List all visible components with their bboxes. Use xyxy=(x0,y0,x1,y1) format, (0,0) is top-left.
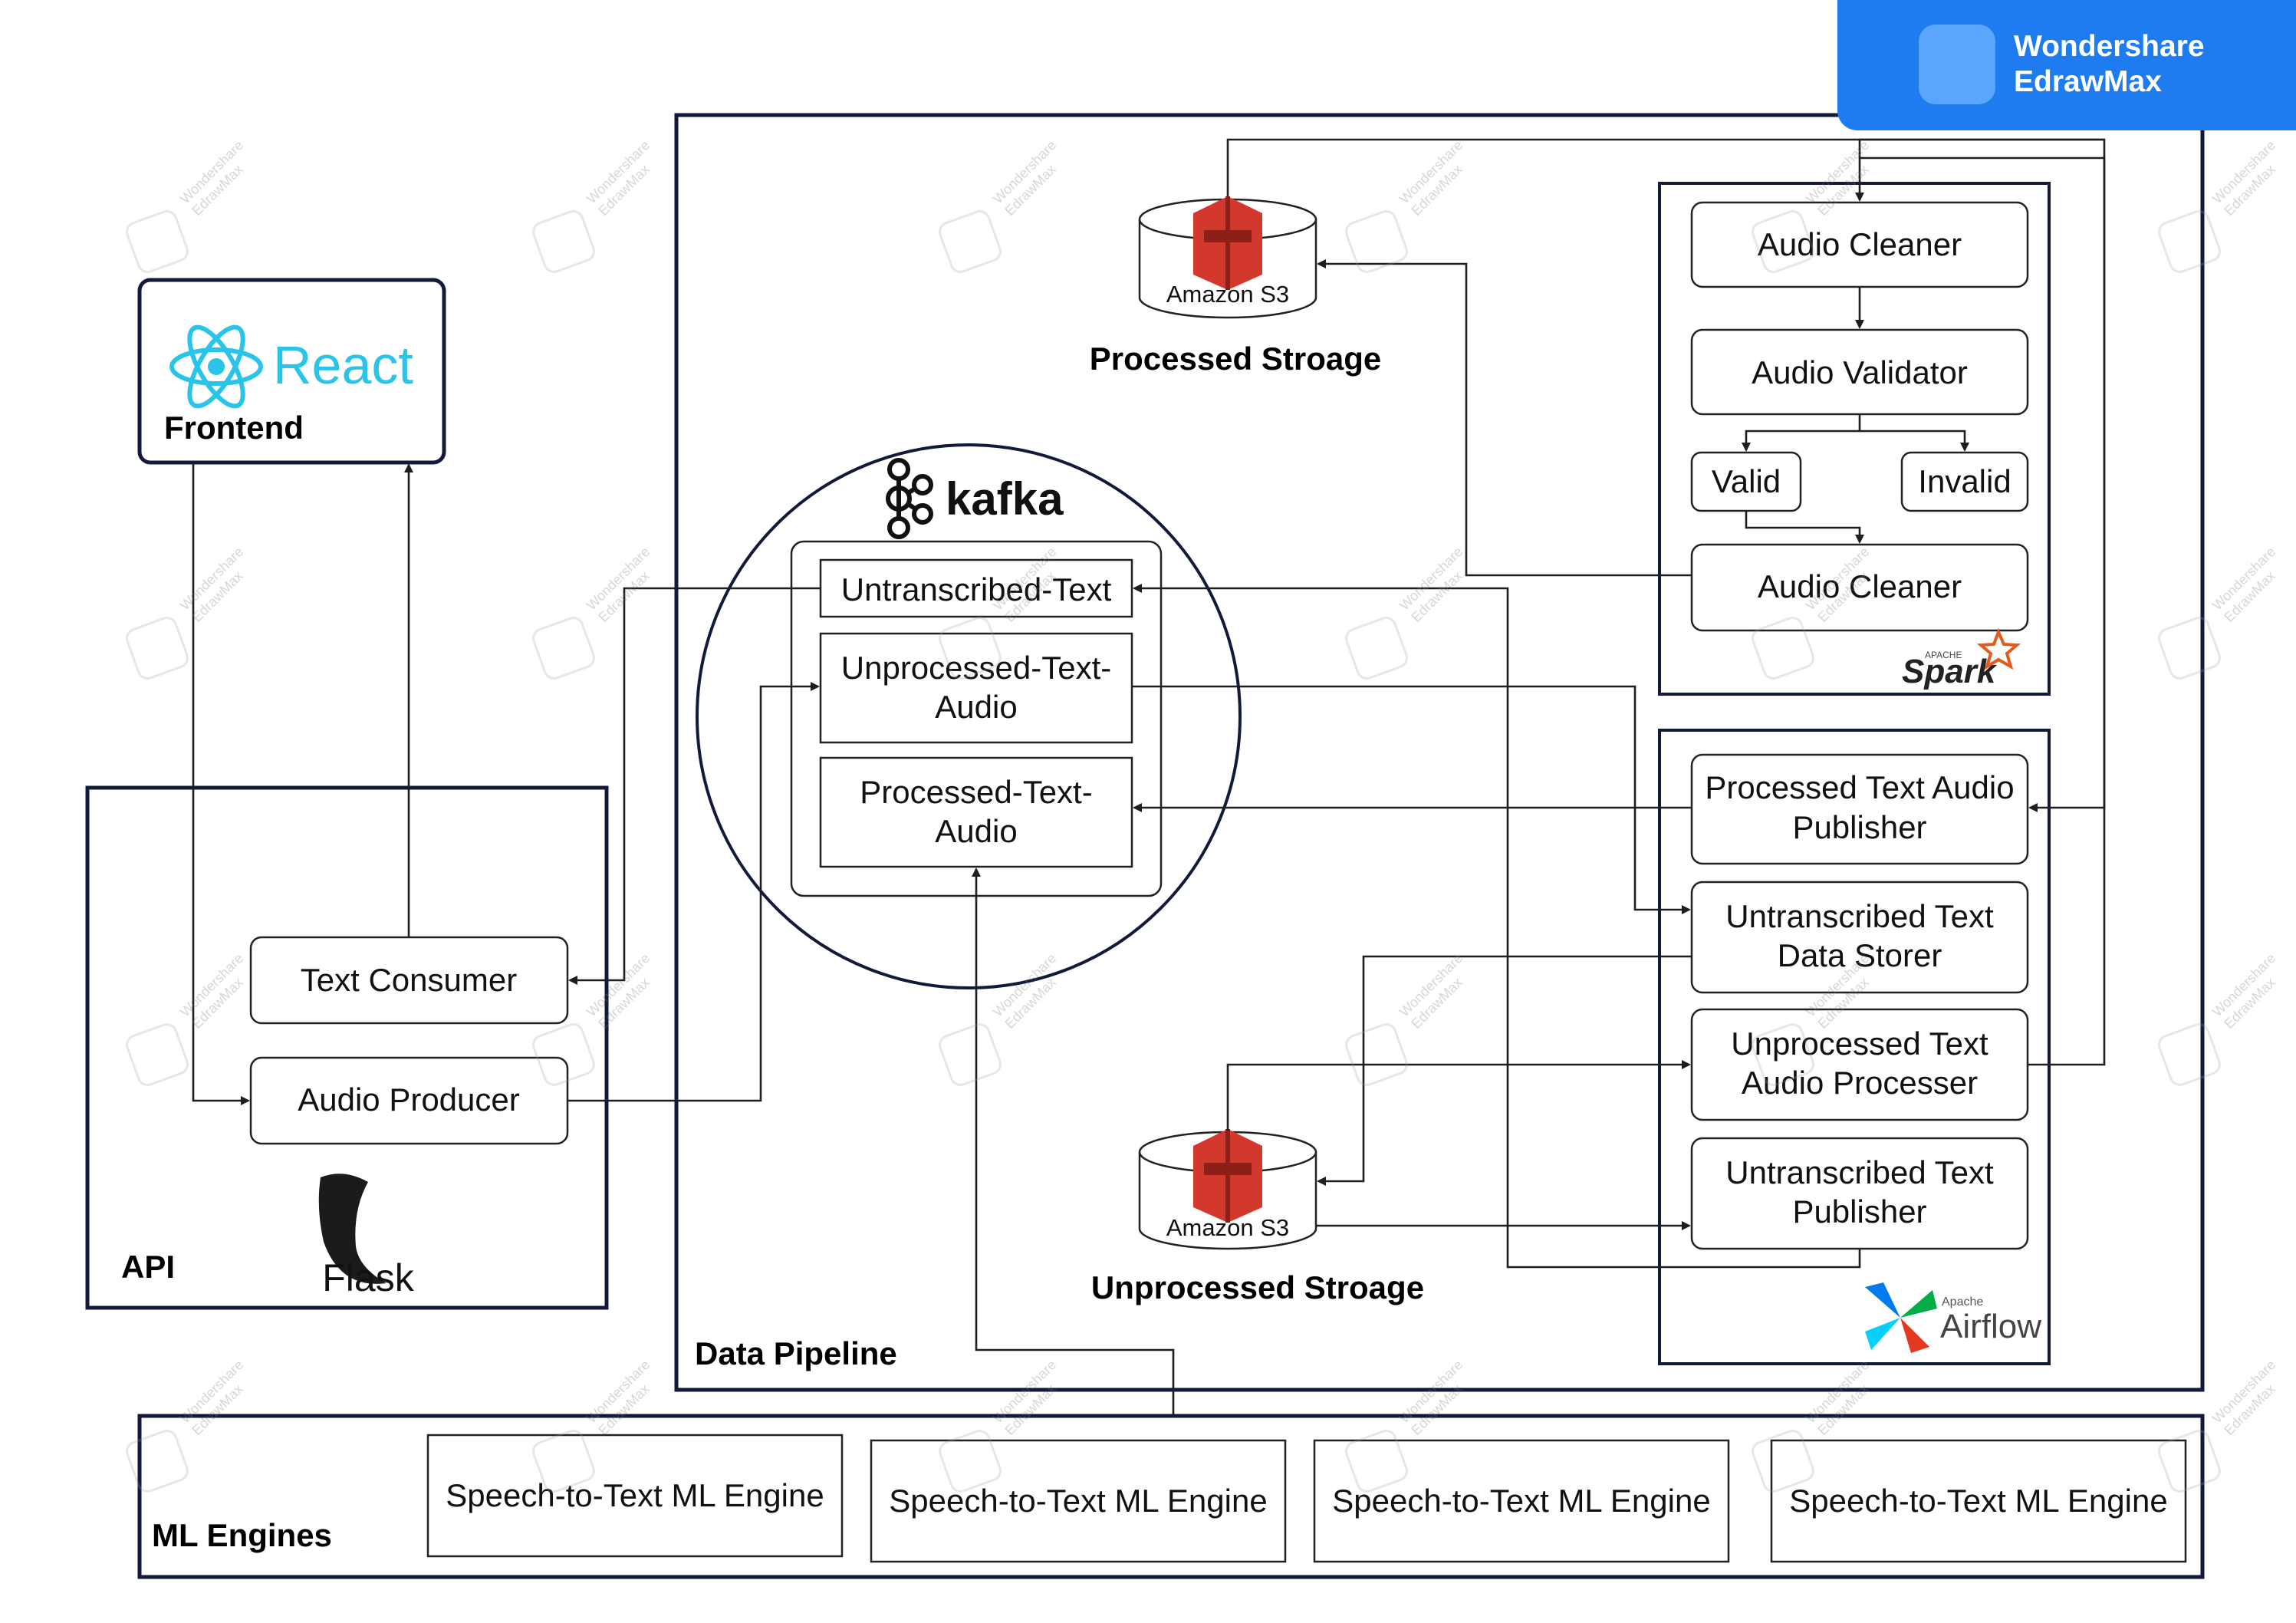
ml-engines-panel xyxy=(137,1414,2205,1579)
flask-horn-icon xyxy=(318,1174,387,1284)
airflow-logo-small: Apache xyxy=(1942,1295,1983,1309)
airflow-logo-text: Airflow xyxy=(1940,1308,2041,1345)
publisher2-label-1: Untranscribed Text xyxy=(1725,1154,1994,1190)
data-pipeline-label: Data Pipeline xyxy=(695,1335,897,1371)
ml-engine-4[interactable] xyxy=(1770,1439,2187,1563)
conn-ml-to-topic xyxy=(972,867,1175,1416)
audio-cleaner-top-label: Audio Cleaner xyxy=(1758,226,1962,262)
topic-processed-label-2: Audio xyxy=(935,813,1017,849)
frontend-label: Frontend xyxy=(164,410,304,446)
topic-processed-label-1: Processed-Text- xyxy=(860,774,1092,810)
conn-publisher2-to-topic xyxy=(1133,584,1861,1269)
s3-processed-label: Amazon S3 xyxy=(1166,281,1289,308)
ml-engine-3-label: Speech-to-Text ML Engine xyxy=(1332,1483,1710,1519)
conn-processer-loop xyxy=(1860,156,2106,1066)
connectors xyxy=(192,138,2106,1416)
text-consumer-label: Text Consumer xyxy=(301,962,517,998)
brand-text: Wondershare EdrawMax xyxy=(2014,29,2205,100)
ml-engine-2[interactable] xyxy=(870,1439,1287,1563)
conn-validator-to-invalid xyxy=(1860,430,1969,452)
publisher1-label-2: Publisher xyxy=(1792,809,1926,845)
spark-logo-text: Spark xyxy=(1902,653,1998,690)
topic-unprocessed-label-1: Unprocessed-Text- xyxy=(841,650,1111,686)
audio-cleaner-bottom-box[interactable] xyxy=(1690,543,2029,632)
kafka-logo-icon xyxy=(886,458,933,539)
conn-s3-to-processer xyxy=(1226,1060,1691,1131)
api-label: API xyxy=(121,1249,175,1285)
airflow-pinwheel-icon xyxy=(1865,1282,1937,1353)
ml-engine-2-label: Speech-to-Text ML Engine xyxy=(889,1483,1267,1519)
ml-engine-4-label: Speech-to-Text ML Engine xyxy=(1789,1483,2167,1519)
frontend-box[interactable] xyxy=(137,278,446,465)
storer-label-1: Untranscribed Text xyxy=(1725,898,1994,934)
conn-frontend-to-producer xyxy=(192,463,250,1105)
publisher1-label-1: Processed Text Audio xyxy=(1705,769,2014,805)
edrawmax-logo-icon xyxy=(1919,25,1995,104)
react-logo-text: React xyxy=(273,335,413,395)
conn-storer-to-unprocessed-s3 xyxy=(1317,955,1692,1186)
publisher2-label-2: Publisher xyxy=(1792,1193,1926,1230)
brand-line1: Wondershare xyxy=(2014,30,2205,63)
kafka-circle xyxy=(696,443,1242,989)
spark-star-icon xyxy=(1976,627,2021,670)
kafka-logo-text: kafka xyxy=(946,473,1064,525)
topic-untranscribed-text-label: Untranscribed-Text xyxy=(841,571,1112,607)
brand-badge: Wondershare EdrawMax xyxy=(1837,0,2296,130)
topic-unprocessed-text-audio[interactable] xyxy=(819,632,1133,744)
conn-producer-to-topic xyxy=(567,682,820,1102)
data-pipeline-panel xyxy=(674,113,2205,1392)
ml-engine-3[interactable] xyxy=(1313,1439,1730,1563)
processed-storage-title: Processed Stroage xyxy=(1090,341,1382,377)
s3-unprocessed-icon xyxy=(1138,1129,1317,1250)
ml-engine-1-label: Speech-to-Text ML Engine xyxy=(446,1477,824,1513)
conn-loop-to-cleaner-top xyxy=(1855,138,2104,202)
brand-line2: EdrawMax xyxy=(2014,65,2162,98)
untranscribed-text-data-storer-box[interactable] xyxy=(1690,881,2029,994)
processer-label-1: Unprocessed Text xyxy=(1731,1025,1988,1062)
airflow-panel xyxy=(1658,729,2051,1365)
storer-label-2: Data Storer xyxy=(1778,937,1942,973)
api-panel xyxy=(85,785,609,1310)
spark-logo-small: APACHE xyxy=(1925,650,1962,660)
conn-topic-to-consumer xyxy=(568,587,821,985)
react-logo-icon xyxy=(169,324,263,409)
audio-validator-label: Audio Validator xyxy=(1752,354,1968,390)
audio-producer-label: Audio Producer xyxy=(298,1081,520,1118)
invalid-label: Invalid xyxy=(1918,463,2011,499)
valid-label: Valid xyxy=(1712,463,1781,499)
invalid-box[interactable] xyxy=(1900,451,2029,512)
processed-text-audio-publisher-box[interactable] xyxy=(1690,753,2029,865)
topic-unprocessed-label-2: Audio xyxy=(935,689,1017,725)
unprocessed-storage-title: Unprocessed Stroage xyxy=(1091,1269,1424,1305)
processer-label-2: Audio Processer xyxy=(1742,1065,1978,1101)
conn-topic-to-storer xyxy=(1132,685,1691,914)
conn-valid-to-cleaner xyxy=(1745,511,1864,544)
conn-cleaner-to-processed-s3 xyxy=(1317,259,1692,577)
ml-engines-label: ML Engines xyxy=(152,1517,332,1553)
flask-logo-text: Flask xyxy=(322,1256,414,1299)
audio-cleaner-bottom-label: Audio Cleaner xyxy=(1758,568,1962,604)
s3-unprocessed-label: Amazon S3 xyxy=(1166,1214,1289,1241)
ml-engine-1[interactable] xyxy=(426,1434,844,1558)
s3-processed-icon xyxy=(1138,196,1317,319)
conn-validator-to-valid xyxy=(1742,414,1861,452)
spark-panel xyxy=(1658,182,2051,696)
topic-processed-text-audio[interactable] xyxy=(819,756,1133,868)
